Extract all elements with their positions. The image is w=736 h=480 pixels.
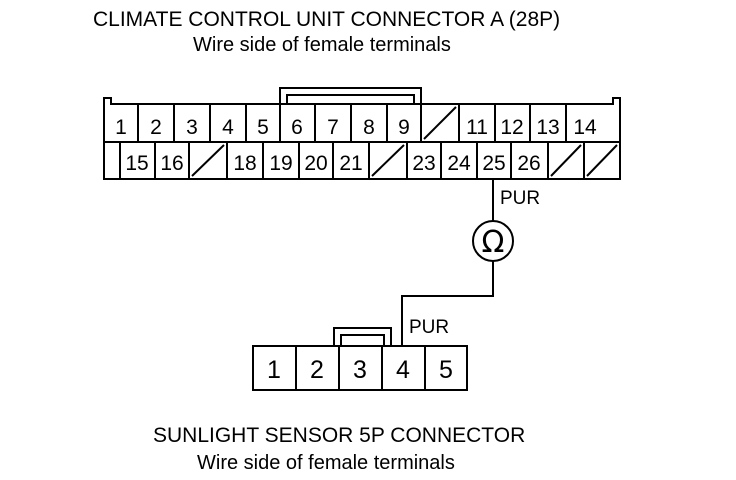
pin-label: 11 <box>466 116 488 139</box>
connector-a-latch <box>279 87 422 104</box>
connector-a-title: CLIMATE CONTROL UNIT CONNECTOR A (28P) <box>93 8 561 31</box>
connector-a-subtitle: Wire side of female terminals <box>193 34 451 56</box>
pin-label: 1 <box>115 116 127 139</box>
pin-label: 12 <box>500 116 523 139</box>
sensor-connector-pins: 1 2 3 4 5 <box>267 356 453 384</box>
sensor-title: SUNLIGHT SENSOR 5P CONNECTOR <box>153 424 526 447</box>
connector-a-row2-dividers <box>119 142 585 179</box>
wire-label-pur-bottom: PUR <box>409 317 449 338</box>
connector-a-row2-pins: 15 16 18 19 20 21 23 24 25 26 <box>125 152 540 175</box>
pin-label: 23 <box>412 152 435 175</box>
pin-label: 7 <box>327 116 339 139</box>
connector-a-row1-pins: 1 2 3 4 5 6 7 8 9 11 12 13 14 <box>115 116 597 139</box>
sensor-subtitle: Wire side of female terminals <box>197 452 455 474</box>
sensor-pin-label: 4 <box>396 356 410 384</box>
wire-label-pur-top: PUR <box>500 188 540 209</box>
sensor-pin-label: 5 <box>439 356 453 384</box>
wire-meter-to-sensor <box>401 261 494 346</box>
sensor-pin-label: 2 <box>310 356 324 384</box>
pin-label: 2 <box>150 116 162 139</box>
pin-label: 14 <box>573 116 597 139</box>
pin-label: 9 <box>398 116 410 139</box>
pin-label: 5 <box>257 116 269 139</box>
pin-label: 15 <box>125 152 148 175</box>
unused-cavity-marks <box>191 106 618 177</box>
pin-label: 21 <box>339 152 362 175</box>
pin-label: 19 <box>269 152 292 175</box>
sensor-connector-latch <box>333 327 392 346</box>
pin-label: 16 <box>160 152 183 175</box>
pin-label: 8 <box>363 116 375 139</box>
pin-label: 18 <box>233 152 256 175</box>
sensor-connector-dividers <box>295 346 426 390</box>
connector-a-body <box>103 97 621 180</box>
pin-label: 26 <box>517 152 540 175</box>
pin-label: 25 <box>482 152 505 175</box>
pin-label: 13 <box>536 116 559 139</box>
pin-label: 24 <box>447 152 471 175</box>
connector-a-row1-dividers <box>137 104 567 142</box>
sensor-pin-label: 1 <box>267 356 281 384</box>
pin-label: 6 <box>291 116 303 139</box>
sensor-connector-body <box>252 345 468 391</box>
sensor-pin-label: 3 <box>353 356 367 384</box>
pin-label: 3 <box>186 116 198 139</box>
pin-label: 20 <box>304 152 327 175</box>
ohm-symbol: Ω <box>482 225 505 260</box>
pin-label: 4 <box>222 116 234 139</box>
